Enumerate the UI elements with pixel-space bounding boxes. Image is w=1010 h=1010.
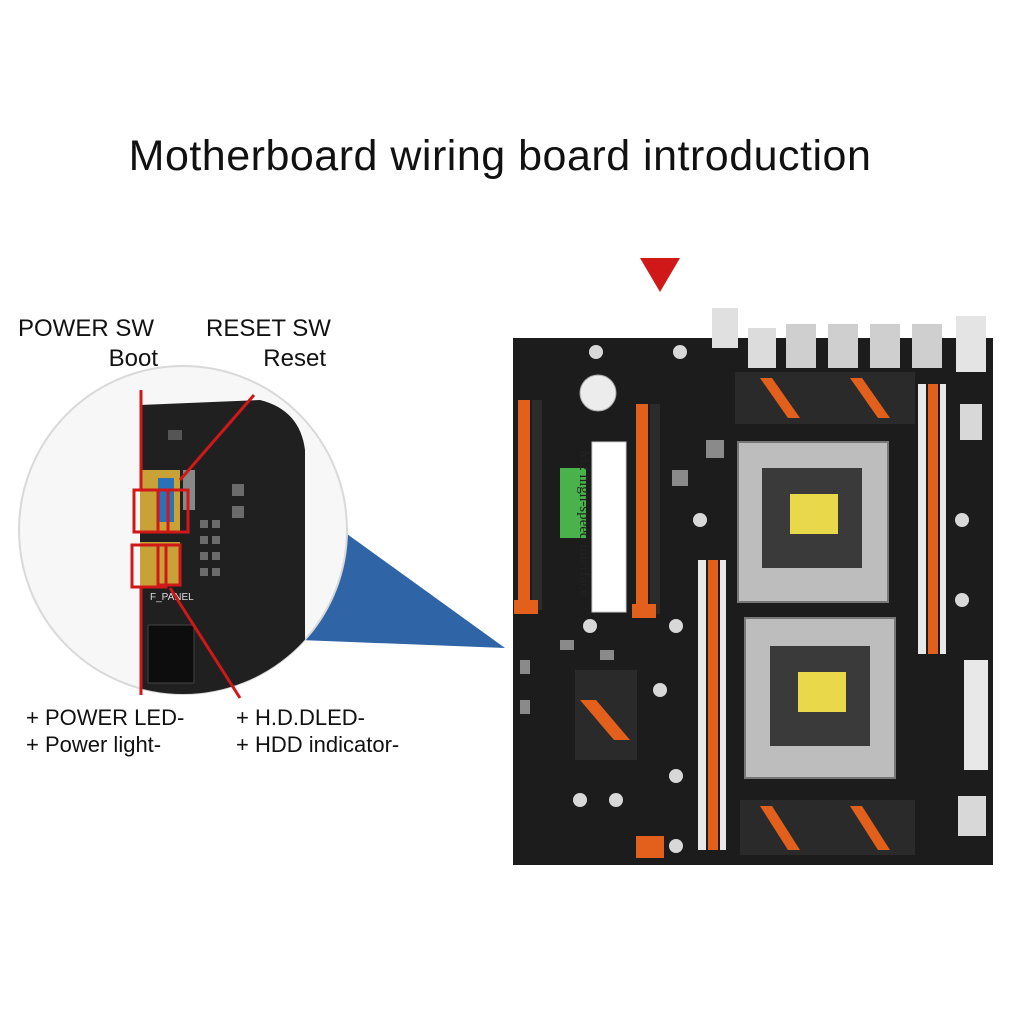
power-sw-sublabel: Boot — [108, 345, 158, 372]
hdd-led-leader — [168, 587, 242, 699]
m2-interface-label: M2 high-speed interface — [576, 450, 592, 597]
panel-silkscreen: F_PANEL — [150, 592, 194, 603]
power-led-label: + POWER LED- — [26, 705, 185, 730]
magnifier-beam — [300, 500, 505, 648]
hdd-led-label: + H.D.DLED- — [236, 705, 365, 730]
reset-sw-label: RESET SW — [206, 315, 331, 342]
reset-sw-leader — [178, 394, 256, 481]
power-led-sublabel: + Power light- — [26, 732, 162, 757]
down-triangle-icon — [640, 258, 680, 292]
motherboard — [513, 308, 993, 865]
page-title: Motherboard wiring board introduction — [128, 132, 872, 180]
reset-sw-sublabel: Reset — [263, 345, 326, 372]
hdd-led-sublabel: + HDD indicator- — [236, 732, 400, 757]
power-sw-label: POWER SW — [18, 315, 154, 342]
